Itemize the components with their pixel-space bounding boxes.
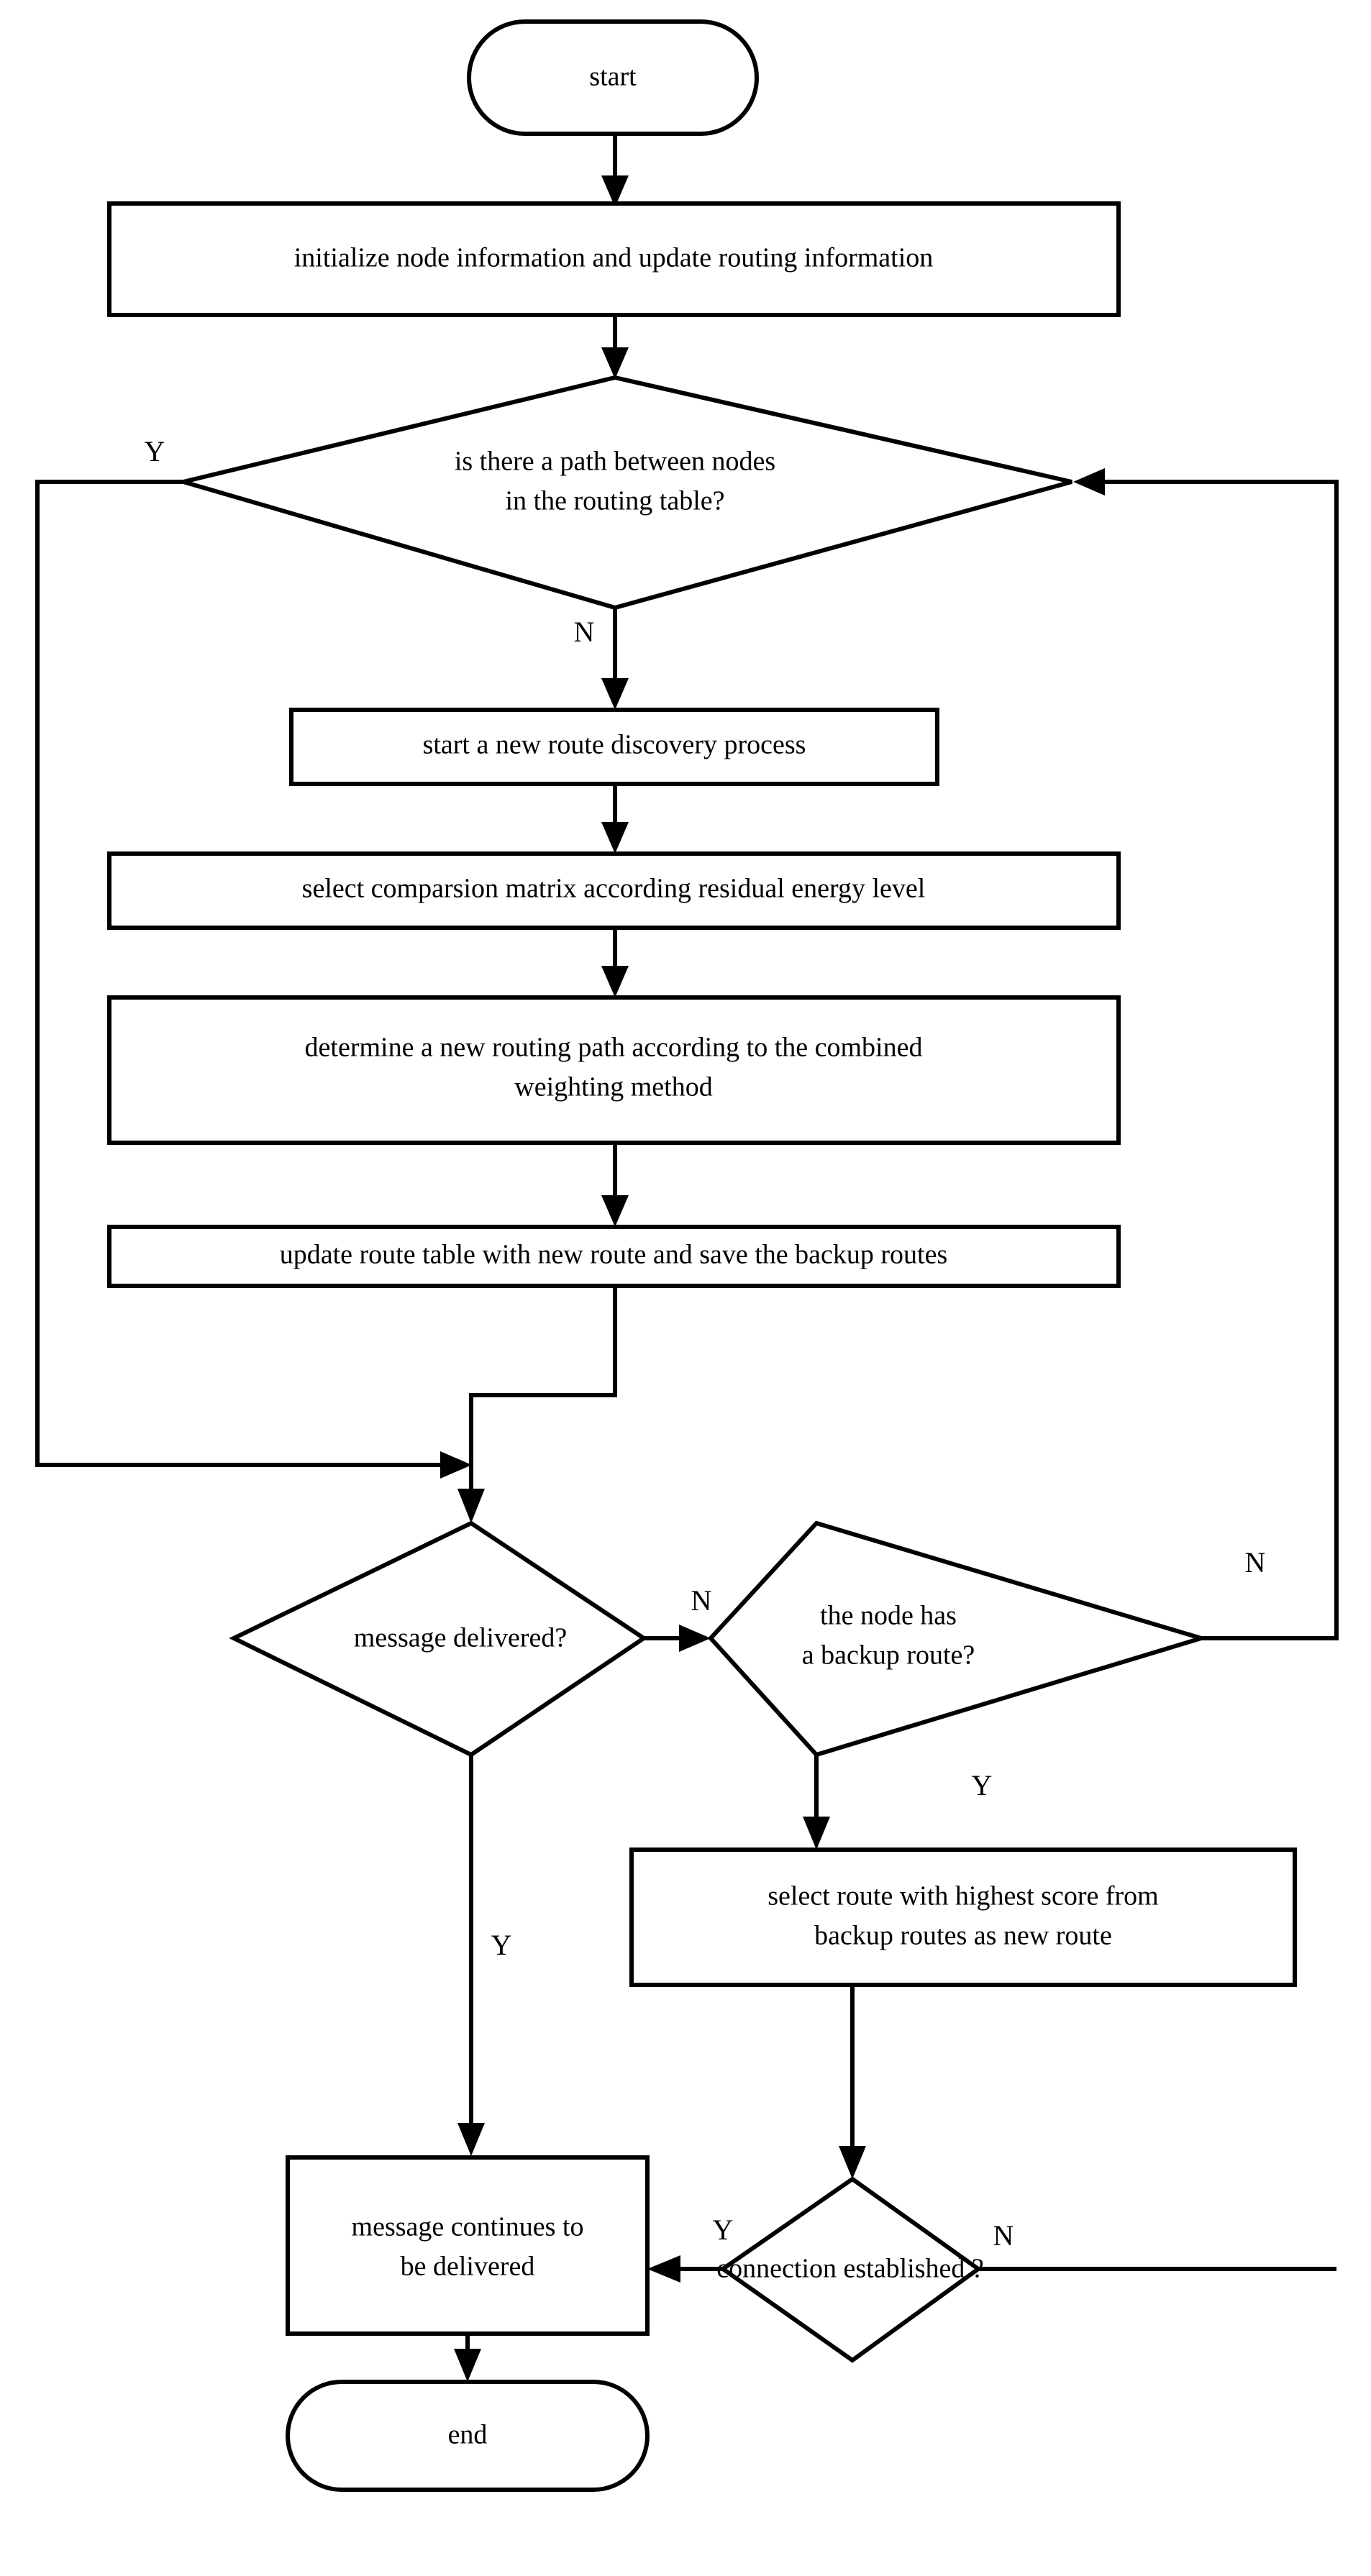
node-update-table-label: update route table with new route and sa… <box>280 1240 948 1270</box>
node-start-label: start <box>589 62 637 92</box>
edge-backuproute-no-loop <box>1103 480 1339 1640</box>
node-route-discovery[interactable] <box>289 708 939 786</box>
node-end-label: end <box>448 2420 488 2450</box>
node-determine-path[interactable] <box>107 995 1121 1145</box>
arrowhead-messagedelivered-no <box>679 1625 711 1652</box>
node-continue-delivery-label-line1: message continues to <box>352 2212 584 2242</box>
node-end[interactable] <box>286 2380 650 2492</box>
node-backup-route[interactable] <box>707 1520 1209 1758</box>
node-route-discovery-label: start a new route discovery process <box>423 730 806 760</box>
edge-label-connection-no: N <box>993 2219 1014 2252</box>
edge-update-to-messagedelivered <box>469 1286 617 1492</box>
edge-label-backuproute-no: N <box>1245 1546 1266 1579</box>
edge-label-pathcheck-yes: Y <box>145 435 165 467</box>
edge-label-pathcheck-no: N <box>574 616 595 648</box>
node-determine-path-label-line1: determine a new routing path according t… <box>305 1033 923 1063</box>
node-start[interactable] <box>467 19 759 136</box>
node-initialize-label: initialize node information and update r… <box>294 243 934 273</box>
node-message-delivered[interactable] <box>229 1520 648 1758</box>
node-comparison-matrix[interactable] <box>107 851 1121 930</box>
arrowhead-selectbackup-to-connection <box>839 2146 866 2179</box>
arrowhead-pathcheck-no-to-discovery <box>601 678 629 710</box>
edge-label-connection-yes: Y <box>713 2214 734 2246</box>
node-connection-established[interactable] <box>719 2176 983 2363</box>
arrowhead-determine-to-update <box>601 1195 629 1227</box>
edge-label-messagedelivered-no: N <box>691 1584 712 1617</box>
arrowhead-backuproute-no-loop <box>1073 468 1105 495</box>
edge-label-backuproute-yes: Y <box>972 1769 993 1801</box>
node-connection-established-label: connection established ? <box>716 2254 983 2284</box>
node-select-backup-label-line1: select route with highest score from <box>768 1881 1158 1912</box>
node-path-check-label-line1: is there a path between nodes <box>455 447 775 477</box>
arrowhead-update-to-messagedelivered <box>457 1489 485 1523</box>
node-path-check[interactable] <box>175 375 1072 611</box>
arrowhead-connection-yes <box>647 2255 680 2283</box>
node-determine-path-label-line2: weighting method <box>514 1072 712 1102</box>
edge-label-messagedelivered-yes: Y <box>491 1929 512 1961</box>
node-comparison-matrix-label: select comparsion matrix according resid… <box>302 874 926 904</box>
node-select-backup[interactable] <box>629 1847 1297 1987</box>
node-message-delivered-label: message delivered? <box>354 1623 567 1653</box>
node-backup-route-label-line1: the node has <box>820 1601 957 1631</box>
node-continue-delivery[interactable] <box>286 2155 650 2336</box>
edge-pathcheck-yes-loop <box>35 480 443 1467</box>
node-path-check-label-line2: in the routing table? <box>506 486 725 516</box>
arrowhead-initialize-to-pathcheck <box>601 347 629 379</box>
arrowhead-discovery-to-matrix <box>601 822 629 854</box>
node-select-backup-label-line2: backup routes as new route <box>814 1921 1112 1951</box>
node-continue-delivery-label-line2: be delivered <box>401 2252 535 2282</box>
arrowhead-backuproute-yes <box>803 1817 830 1850</box>
arrowhead-matrix-to-determine <box>601 966 629 997</box>
arrowhead-pathcheck-yes-loop <box>440 1451 472 1479</box>
arrowhead-start-to-initialize <box>601 175 629 207</box>
node-update-table[interactable] <box>107 1225 1121 1288</box>
arrowhead-continue-to-end <box>454 2349 481 2382</box>
node-backup-route-label-line2: a backup route? <box>802 1640 975 1671</box>
node-initialize[interactable] <box>107 201 1121 317</box>
arrowhead-messagedelivered-yes <box>457 2123 485 2156</box>
